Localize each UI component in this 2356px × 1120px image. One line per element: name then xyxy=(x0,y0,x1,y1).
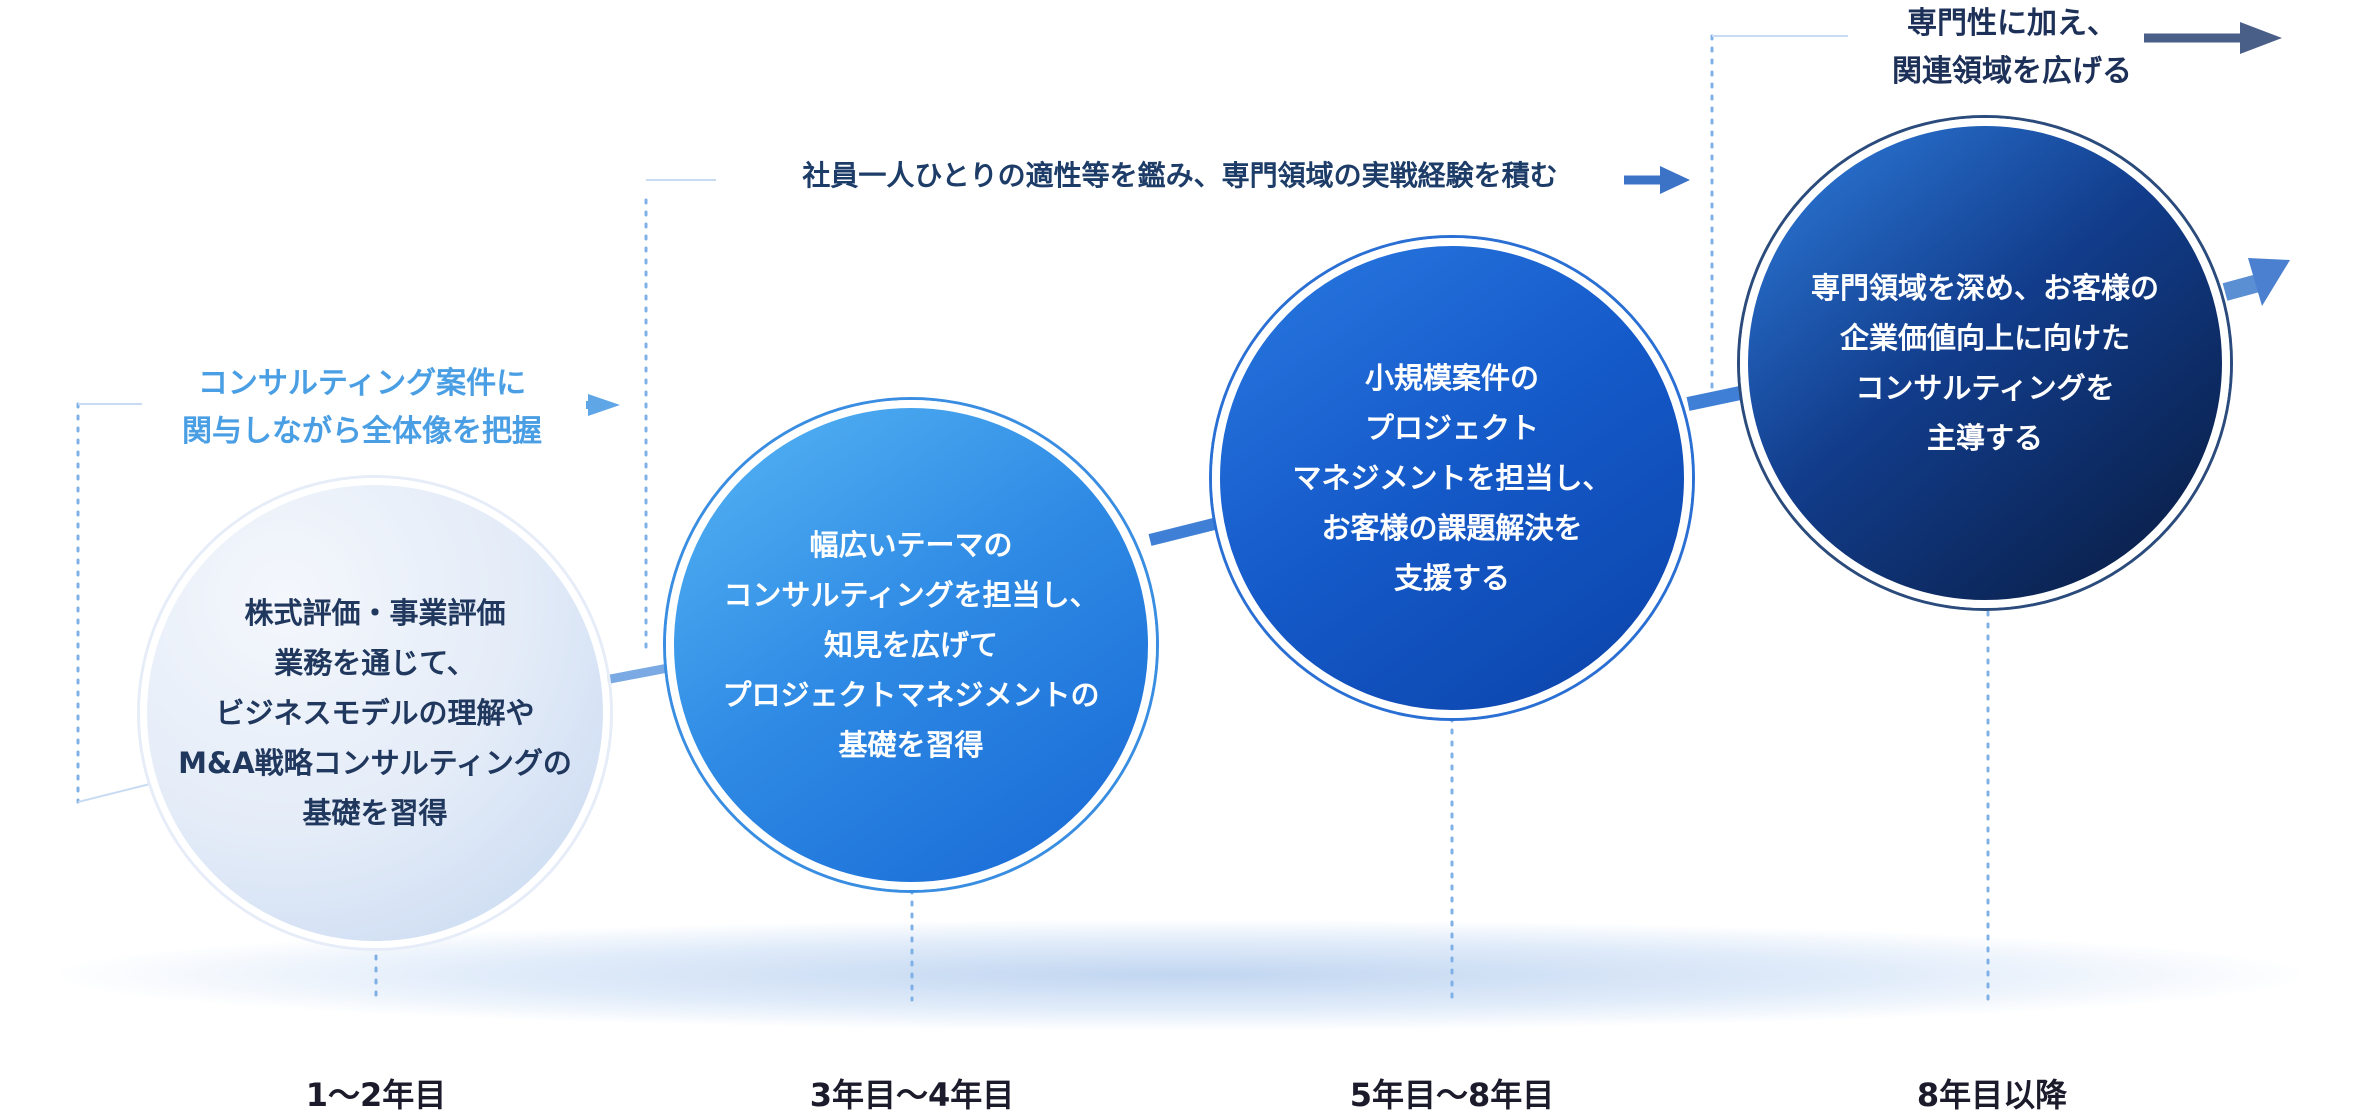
step-text-4: 専門領域を深め、お客様の 企業価値向上に向けた コンサルティングを 主導する xyxy=(1810,271,2159,455)
step-circle-1: 株式評価・事業評価 業務を通じて、 ビジネスモデルの理解や M&A戦略コンサルテ… xyxy=(140,478,610,948)
phase3-arrow xyxy=(2240,22,2282,54)
step-text-3: 小規模案件の プロジェクト マネジメントを担当し、 お客様の課題解決を 支援する xyxy=(1292,361,1612,595)
stage-label-1: 1〜2年目 xyxy=(305,1076,447,1114)
stage-label-3: 5年目〜8年目 xyxy=(1349,1076,1555,1114)
stage-label-2: 3年目〜4年目 xyxy=(809,1076,1015,1114)
growth-trend-line xyxy=(604,663,669,685)
step-text-2: 幅広いテーマの コンサルティングを担当し、 知見を広げて プロジェクトマネジメン… xyxy=(722,528,1100,762)
step-circle-4: 専門領域を深め、お客様の 企業価値向上に向けた コンサルティングを 主導する xyxy=(1740,118,2230,608)
step-circle-3: 小規模案件の プロジェクト マネジメントを担当し、 お客様の課題解決を 支援する xyxy=(1212,238,1692,718)
phase2-label: 社員一人ひとりの適性等を鑑み、専門領域の実戦経験を積む xyxy=(802,159,1558,192)
growth-trend-line-upper xyxy=(1686,385,1747,411)
phase3-label: 専門性に加え、 関連領域を広げる xyxy=(1892,6,2132,89)
stage-label-4: 8年目以降 xyxy=(1916,1076,2068,1114)
phase1-arrow xyxy=(588,394,620,416)
growth-trend-line-mid xyxy=(1148,516,1224,546)
phase2-arrow xyxy=(1660,166,1690,194)
step-text-1: 株式評価・事業評価 業務を通じて、 ビジネスモデルの理解や M&A戦略コンサルテ… xyxy=(178,596,572,830)
phase1-bottom-line xyxy=(77,783,151,803)
phase1-label: コンサルティング案件に 関与しながら全体像を把握 xyxy=(182,366,542,449)
trend-arrowhead xyxy=(2248,258,2290,306)
step-circle-2: 幅広いテーマの コンサルティングを担当し、 知見を広げて プロジェクトマネジメン… xyxy=(666,400,1156,890)
